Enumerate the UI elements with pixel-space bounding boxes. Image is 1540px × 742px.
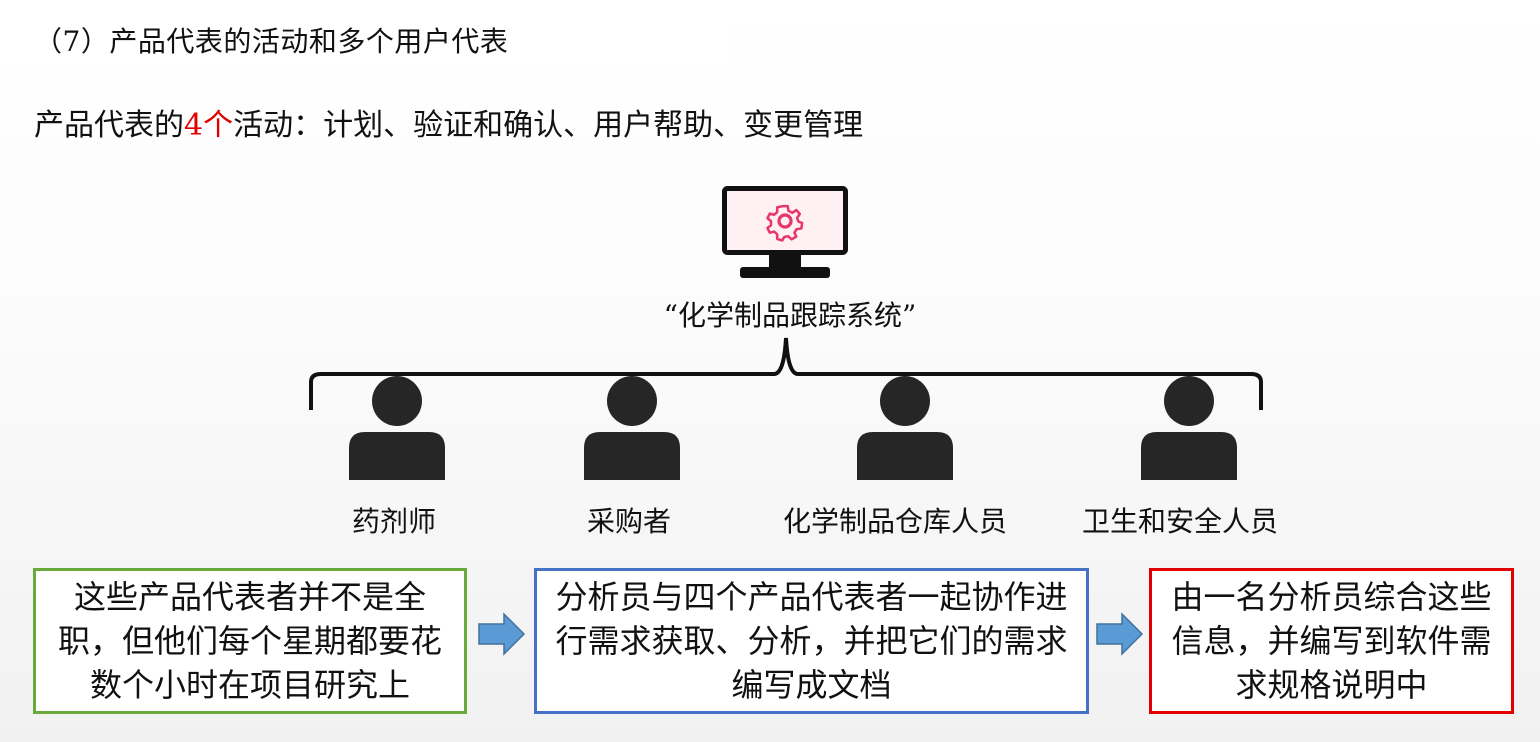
slide-subtitle: 产品代表的4个活动：计划、验证和确认、用户帮助、变更管理 — [34, 100, 863, 144]
role-label-pharmacist: 药剂师 — [351, 505, 437, 538]
role-label-warehouse-staff: 化学制品仓库人员 — [782, 505, 1008, 538]
role-label-buyer: 采购者 — [586, 505, 672, 538]
slide-title: （7）产品代表的活动和多个用户代表 — [34, 25, 509, 58]
role-label-safety-staff: 卫生和安全人员 — [1081, 505, 1279, 538]
subtitle-suffix: 活动：计划、验证和确认、用户帮助、变更管理 — [233, 108, 864, 143]
process-step-3: 由一名分析员综合这些信息，并编写到软件需求规格说明中 — [1149, 568, 1514, 714]
process-step-1: 这些产品代表者并不是全职，但他们每个星期都要花数个小时在项目研究上 — [33, 568, 467, 714]
process-step-2: 分析员与四个产品代表者一起协作进行需求获取、分析，并把它们的需求编写成文档 — [534, 568, 1089, 714]
person-icon — [349, 376, 445, 480]
person-icon — [584, 376, 680, 480]
curly-brace — [309, 337, 1263, 410]
person-icon — [1141, 376, 1237, 480]
title-band — [0, 0, 728, 66]
monitor-gear-icon — [722, 186, 848, 278]
subtitle-highlight: 4个 — [184, 108, 234, 143]
arrow-right-icon — [478, 612, 526, 656]
arrow-right-icon — [1096, 612, 1144, 656]
system-name: “化学制品跟踪系统” — [663, 299, 917, 332]
process-step-2-text: 分析员与四个产品代表者一起协作进行需求获取、分析，并把它们的需求编写成文档 — [555, 578, 1068, 704]
person-icon — [857, 376, 953, 480]
subtitle-prefix: 产品代表的 — [34, 108, 184, 143]
process-step-1-text: 这些产品代表者并不是全职，但他们每个星期都要花数个小时在项目研究上 — [57, 578, 442, 704]
process-step-3-text: 由一名分析员综合这些信息，并编写到软件需求规格说明中 — [1171, 578, 1492, 704]
